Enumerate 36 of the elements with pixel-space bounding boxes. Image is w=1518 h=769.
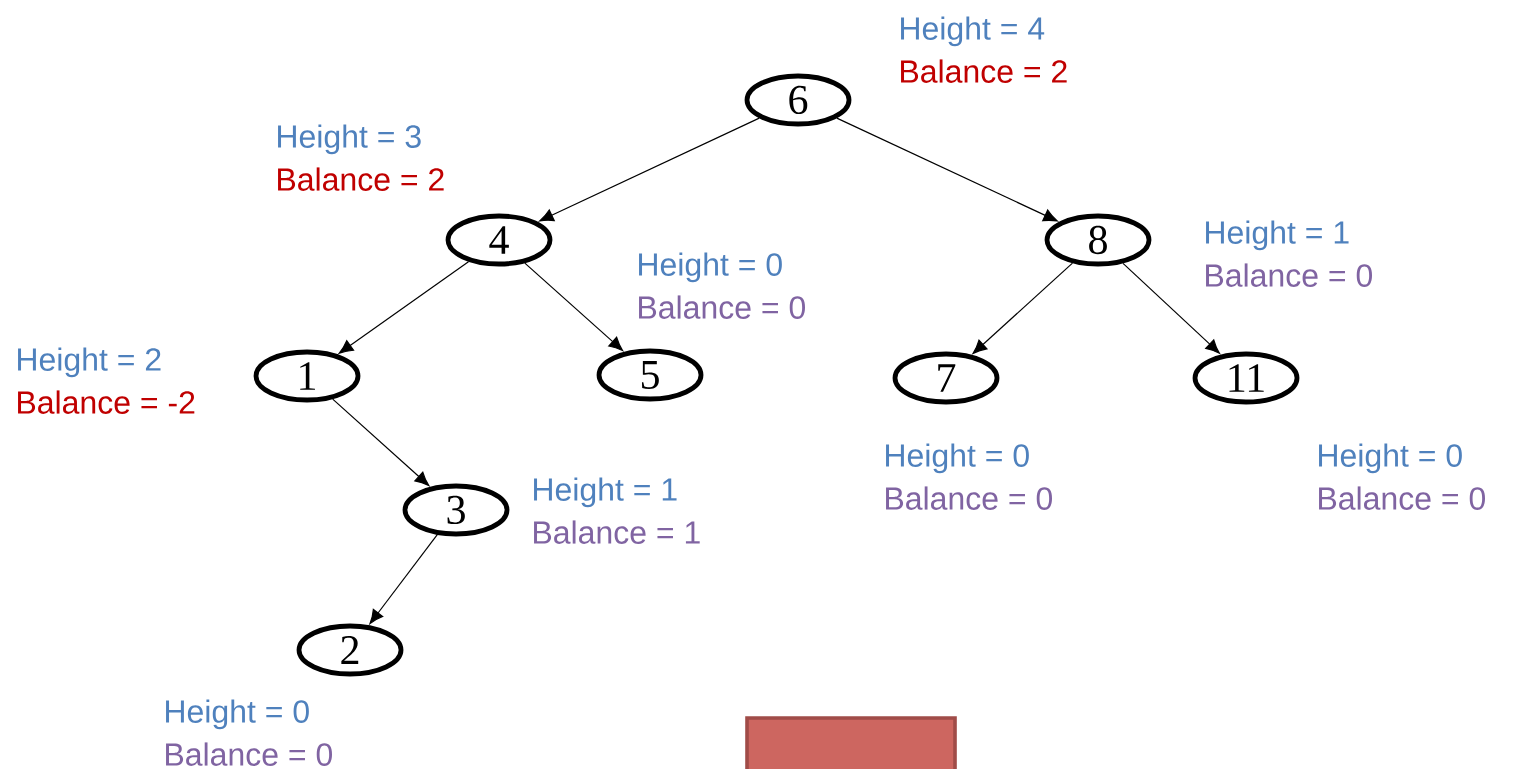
balance-label: Balance = -2 [18,390,195,414]
height-label: Height = 1 [534,477,677,508]
tree-node: 8 [1044,213,1152,267]
balance-label: Balance = 0 [1206,263,1372,287]
arrow [972,262,1074,354]
arrow [539,117,760,222]
height-label: Height = 0 [639,252,782,283]
tree-node: 4 [445,213,553,267]
height-label: Height = 0 [1319,443,1462,474]
height-label: Height = 0 [166,699,309,730]
balance-label: Balance = 2 [901,59,1067,83]
tree-node: 3 [402,483,510,537]
tree-node: 1 [253,349,361,403]
arrow [1122,262,1221,354]
balance-label: Balance = 0 [1319,486,1485,510]
balance-label: Balance = 0 [886,486,1052,510]
balance-label: Balance = 1 [534,520,700,544]
arrow [836,117,1058,222]
box [745,716,957,769]
tree-node: 6 [744,73,852,127]
height-label: Height = 3 [278,124,421,155]
arrow [332,398,430,487]
height-label: Height = 4 [901,16,1045,47]
balance-label: Balance = 0 [639,295,805,319]
arrow [524,262,624,352]
height-label: Height = 1 [1206,220,1349,251]
tree-node: 11 [1192,351,1300,405]
arrow [338,261,470,354]
tree-node: 2 [296,623,404,677]
arrow [369,534,438,625]
tree-node: 7 [892,351,1000,405]
balance-label: Balance = 2 [278,167,444,191]
height-label: Height = 2 [18,347,161,378]
balance-label: Balance = 0 [166,742,332,766]
height-label: Height = 0 [886,443,1029,474]
tree-node: 5 [596,348,704,402]
